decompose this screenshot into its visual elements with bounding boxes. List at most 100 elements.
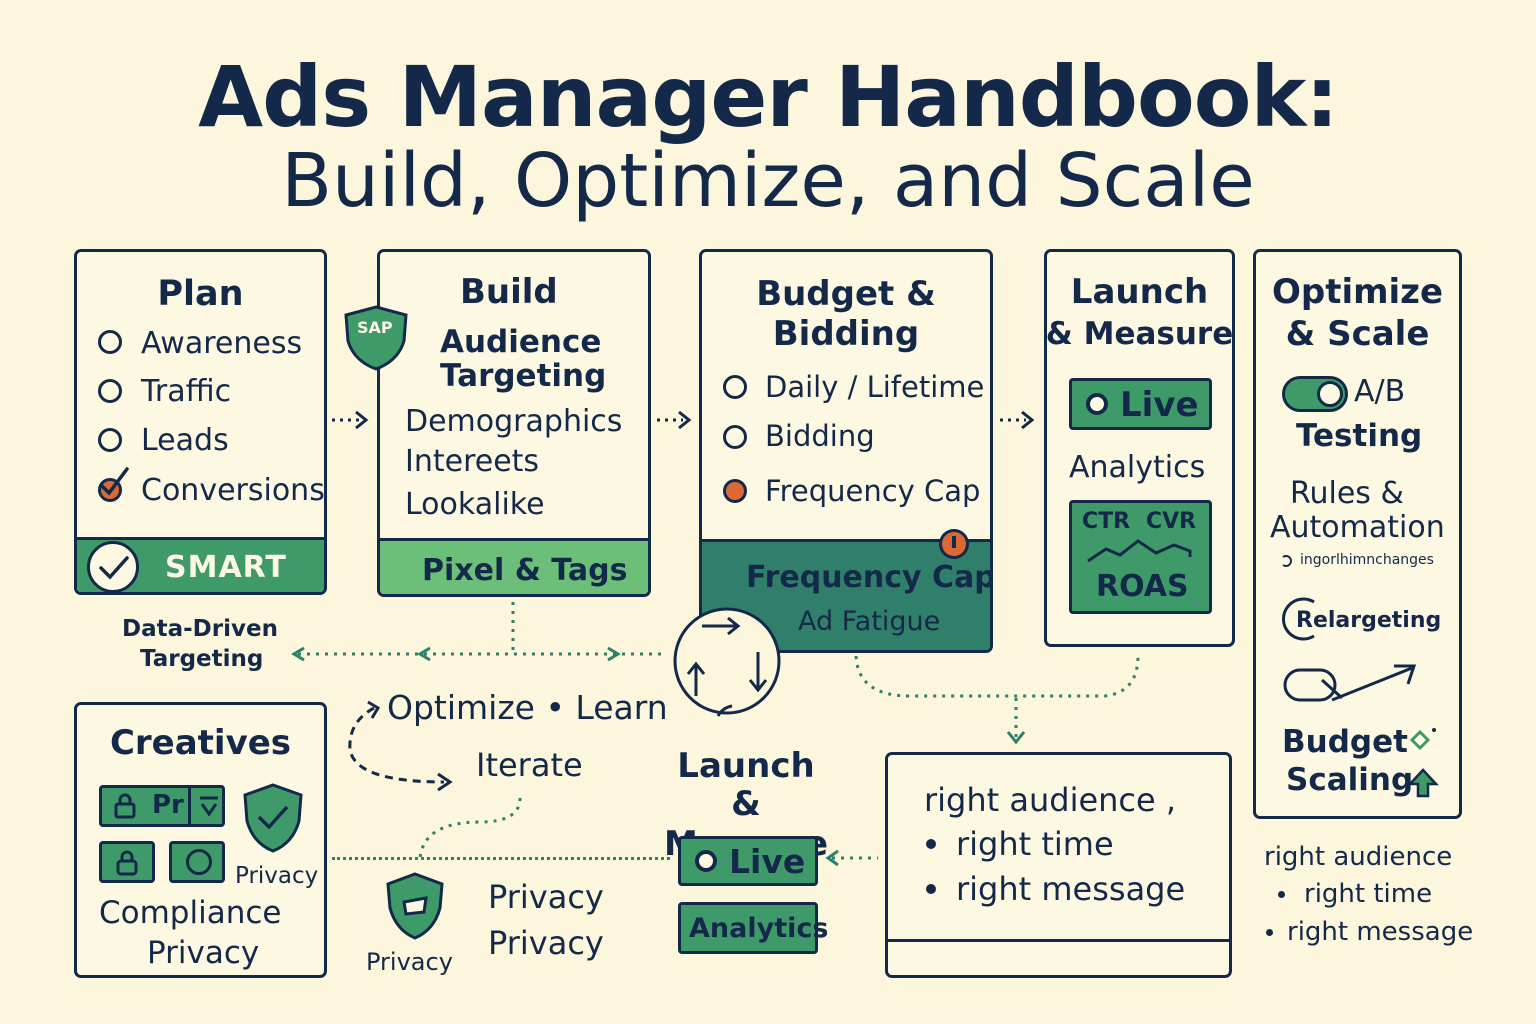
ad-fatigue-label: Ad Fatigue — [798, 606, 941, 637]
refresh-icon — [1282, 555, 1292, 567]
live-bottom-label: Live — [729, 842, 806, 881]
launch-heading-1: Launch — [1070, 272, 1209, 312]
privacy-line-1: Privacy — [488, 878, 604, 916]
data-driven-label-1: Data-Driven — [122, 616, 278, 642]
up-arrow-icon — [1407, 768, 1439, 798]
message-bullet-2-label: right message — [956, 870, 1186, 908]
creative-circle-button[interactable] — [169, 841, 225, 883]
circle-icon — [186, 849, 212, 875]
automation-sub-label: ingorlhimnchanges — [1300, 552, 1434, 568]
dotted-connector-iterate — [418, 797, 522, 859]
budget-card: Budget & Bidding Daily / Lifetime Biddin… — [699, 249, 993, 653]
loop-arrow-icon — [348, 700, 453, 792]
toolbar-pr-label: Pr — [152, 790, 184, 820]
budget-scaling-label-1: Budget — [1282, 724, 1408, 760]
side-bullet-2 — [1266, 929, 1273, 936]
creatives-card: Creatives Pr Privacy Compliance Privacy — [74, 702, 327, 978]
iterate-label: Iterate — [476, 746, 583, 784]
analytics-label: Analytics — [1069, 450, 1206, 485]
metrics-panel: CTR CVR ROAS — [1069, 500, 1212, 614]
bidding-label: Bidding — [765, 419, 875, 453]
budget-heading-1: Budget & — [756, 274, 936, 314]
testing-label: Testing — [1296, 418, 1423, 454]
lookalike-item: Lookalike — [405, 487, 545, 522]
sap-shield-icon — [344, 305, 408, 371]
padlock-icon — [116, 850, 138, 876]
roas-label: ROAS — [1096, 569, 1189, 604]
targeting-label: Targeting — [440, 358, 607, 394]
sap-badge-label: SAP — [357, 318, 393, 337]
alert-icon — [939, 529, 969, 559]
budget-scaling-label-2: Scaling — [1286, 762, 1414, 798]
dotted-connector-top — [291, 602, 665, 662]
privacy-line-2: Privacy — [488, 924, 604, 962]
message-box: right audience , right time right messag… — [885, 752, 1232, 978]
build-heading: Build — [460, 272, 558, 312]
smart-band: SMART — [77, 537, 324, 592]
pixel-tags-band: Pixel & Tags — [380, 538, 648, 594]
demographics-item: Demographics — [405, 404, 623, 439]
smart-check-icon — [87, 541, 139, 592]
page-subtitle: Build, Optimize, and Scale — [281, 138, 1255, 224]
pixel-tags-label: Pixel & Tags — [422, 553, 628, 588]
creatives-privacy-label: Privacy — [147, 935, 260, 971]
frequency-band-title: Frequency Cap — [746, 560, 993, 595]
privacy-shield-icon — [243, 783, 303, 853]
live-label: Live — [1120, 385, 1199, 425]
side-bullet-2-label: right message — [1287, 917, 1474, 947]
traffic-label: Traffic — [141, 374, 232, 409]
cycle-icon — [673, 607, 781, 717]
daily-lifetime-radio[interactable] — [723, 375, 747, 399]
privacy-group-shield-label: Privacy — [366, 948, 453, 976]
rules-label: Rules & — [1290, 476, 1404, 511]
optimize-heading-2: & Scale — [1285, 314, 1430, 354]
message-bullet-1 — [926, 839, 936, 849]
arrow-to-launch-icon — [825, 849, 878, 867]
flow-arrow-3 — [1000, 410, 1035, 430]
privacy-tag-label: Privacy — [235, 863, 319, 889]
side-bullet-1-label: right time — [1304, 879, 1433, 909]
launch-bottom-heading-1: Launch — [677, 746, 815, 786]
message-bullet-1-label: right time — [956, 825, 1114, 863]
analytics-bottom-button[interactable]: Analytics — [678, 902, 828, 954]
audience-label: Audience — [440, 324, 602, 360]
live-button[interactable]: Live — [1069, 378, 1212, 430]
leads-label: Leads — [141, 423, 229, 458]
trend-line-icon — [1087, 539, 1192, 563]
retargeting-icon — [1282, 597, 1315, 641]
page-title: Ads Manager Handbook: — [198, 48, 1339, 146]
analytics-bottom-label: Analytics — [689, 913, 829, 944]
budget-heading-2: Bidding — [772, 314, 920, 354]
retargeting-label: Relargeting — [1296, 608, 1442, 633]
conversions-label: Conversions — [141, 473, 325, 508]
ab-label: A/B — [1354, 374, 1406, 409]
traffic-radio[interactable] — [98, 379, 122, 403]
daily-lifetime-label: Daily / Lifetime — [765, 370, 985, 404]
lock-icon — [114, 793, 136, 819]
data-driven-label-2: Targeting — [140, 646, 264, 672]
awareness-radio[interactable] — [98, 330, 122, 354]
message-first-line: right audience , — [924, 781, 1177, 819]
launch-card: Launch & Measure Live Analytics CTR CVR … — [1044, 249, 1235, 647]
ctr-label: CTR — [1082, 509, 1131, 534]
dotted-connector-launch — [854, 655, 1140, 745]
sparkle-icon — [1409, 728, 1436, 751]
plan-card: Plan Awareness Traffic Leads Conversions… — [74, 249, 327, 595]
checkmark-icon — [100, 467, 129, 496]
live-bottom-button[interactable]: Live — [678, 836, 818, 886]
optimize-learn-label: Optimize • Learn — [387, 688, 668, 727]
leads-radio[interactable] — [98, 428, 122, 452]
link-growth-icon — [1283, 664, 1417, 702]
build-card: Build Audience Targeting Demographics In… — [377, 249, 651, 597]
awareness-label: Awareness — [141, 326, 303, 361]
frequency-cap-radio[interactable] — [723, 479, 747, 503]
creative-lock-button[interactable] — [99, 841, 155, 883]
ab-toggle[interactable] — [1282, 376, 1348, 412]
creatives-heading: Creatives — [109, 723, 292, 763]
download-icon — [200, 796, 218, 817]
automation-label: Automation — [1270, 510, 1445, 545]
bidding-radio[interactable] — [723, 425, 747, 449]
message-divider — [888, 939, 1229, 942]
creative-toolbar[interactable]: Pr — [99, 785, 225, 827]
smart-label: SMART — [165, 550, 287, 585]
